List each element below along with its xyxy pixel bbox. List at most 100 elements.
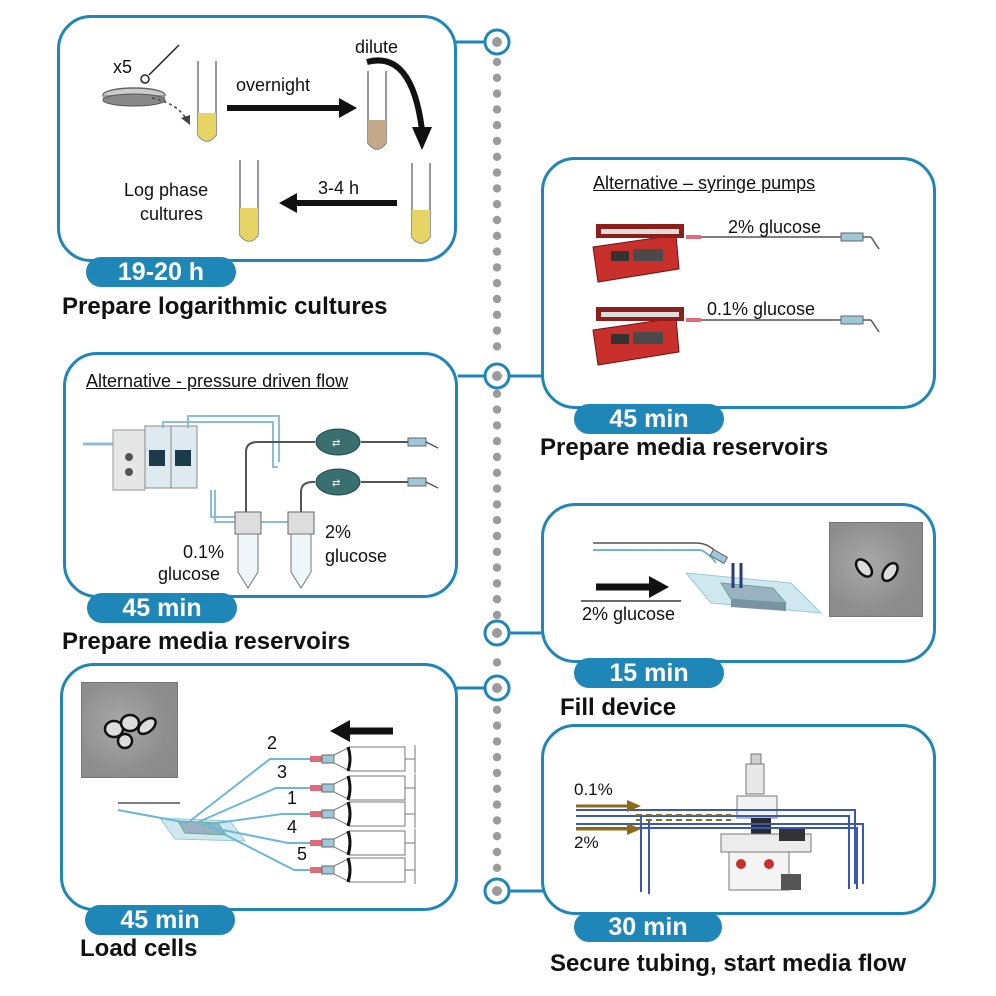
pressure-label-glucose-right: glucose [325,546,388,566]
timeline-dot [492,847,502,857]
pressure-label-2pct: 2% [325,522,352,542]
timeline-dot [492,73,502,83]
pressure-panel-title: Alternative - pressure driven flow [86,371,349,391]
pressure-tubing [162,415,408,523]
load-cells-illustration [117,720,416,884]
caption-load-cells: Load cells [80,935,198,962]
culture-tube-2 [367,71,387,150]
syringe-5 [213,828,416,884]
time-badge-45min-load: 45 min [85,905,235,935]
syringe-4 [207,826,416,857]
timeline-dot [492,326,502,335]
microscope-icon [720,753,812,891]
timeline-dot [492,421,502,430]
label-3-4h: 3-4 h [318,178,360,198]
syringe-3 [201,800,416,828]
label-dilute: dilute [355,37,399,57]
pressure-label-glucose-left: glucose [158,564,221,584]
culture-tube-4 [239,160,259,242]
timeline-dot [492,121,502,130]
syringe-number-label: 1 [287,788,298,808]
step-media-syringe-panel [541,157,936,409]
timeline-dot [492,500,502,509]
chip-load [158,817,247,842]
syringe-2 [195,774,416,824]
timeline-dot [492,247,502,256]
caption-media-syringe: Prepare media reservoirs [540,434,829,461]
reservoir-tube-01pct [234,511,262,589]
timeline-node-centers [492,37,502,896]
timeline-dot [492,437,502,446]
fill-device-micrograph [829,522,923,617]
flow-label-2pct: 2% [574,833,599,852]
caption-fill-device: Fill device [560,694,677,721]
culture-illustration [102,44,432,244]
step-prepare-cultures-panel [57,15,457,262]
timeline-dot [492,610,502,620]
timeline-dot [492,484,502,493]
fill-device-label: 2% glucose [582,604,676,624]
timeline-dot [492,57,502,67]
pressure-controller [83,425,198,491]
timeline-dot [492,832,502,841]
flow-sensor-1: ⇄ [315,428,361,456]
timeline-dot [492,563,502,572]
timeline-dot [492,136,502,146]
caption-prepare-cultures: Prepare logarithmic cultures [62,293,388,320]
timeline-dot [492,200,502,209]
syringe-panel-title: Alternative – syringe pumps [593,173,816,193]
timeline-dot [492,215,502,225]
label-log-phase: Log phase [124,180,209,200]
syringe-pump-1 [592,224,880,283]
load-syringes [189,745,416,884]
svg-text:⇄: ⇄ [332,438,340,449]
timeline-dot [492,516,502,525]
timeline-dot [492,231,502,240]
syringe-number-label: 4 [287,817,298,837]
timeline-dot [492,152,502,161]
pressure-flow-illustration: ⇄ ⇄ [83,415,439,589]
microscope-illustration [576,753,864,894]
syringe-label-2pct: 2% glucose [728,217,822,237]
timeline-dot [492,294,502,304]
timeline-dot [492,721,502,730]
culture-tube-3 [411,163,431,244]
timeline-dot [492,389,502,398]
timeline-dot [492,753,502,762]
load-cells-micrograph [81,682,178,778]
timeline-dot [492,579,502,588]
timeline-dot [492,405,502,414]
culture-tube-1 [197,61,217,142]
microfluidic-chip [684,572,823,614]
label-cultures: cultures [140,204,204,224]
timeline-dot [492,310,502,319]
syringe-number-label: 2 [267,733,278,753]
time-badge-19-20h: 19-20 h [86,257,236,287]
timeline-dot [492,184,502,193]
timeline-dot [492,784,502,793]
media-tubing [576,809,864,894]
syringe-pump-2 [592,307,880,366]
connector-lines [455,40,545,893]
timeline-dot [492,816,502,825]
petri-dish-icon [102,87,166,107]
syringe-label-01pct: 0.1% glucose [707,299,816,319]
timeline-dot [492,595,502,604]
timeline-dot [492,89,502,98]
timeline-dot [492,658,502,667]
label-overnight: overnight [236,75,311,95]
timeline-dot [492,531,502,541]
syringe-pumps-illustration [592,224,880,366]
flow-sensor-2: ⇄ [315,468,361,496]
reservoir-tube-2pct [287,511,315,589]
flow-label-01pct: 0.1% [574,780,613,799]
timeline-dot [492,342,502,351]
label-x5: x5 [113,57,133,77]
syringe-number-label: 5 [297,844,308,864]
timeline-dot [492,705,502,714]
timeline-dot [492,105,502,114]
time-badge-45min-syringe: 45 min [574,404,724,434]
time-badge-30min: 30 min [574,912,722,942]
pressure-label-01pct: 0.1% [183,542,225,562]
